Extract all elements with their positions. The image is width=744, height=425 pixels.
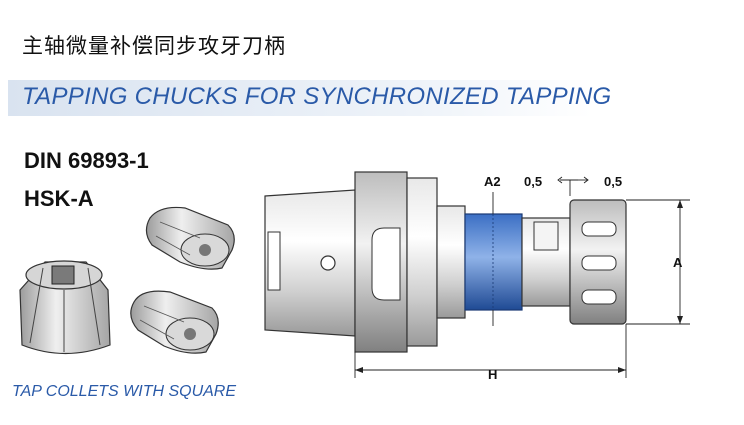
dim-offset-right: 0,5 — [604, 174, 622, 189]
collet-caption: TAP COLLETS WITH SQUARE — [12, 383, 237, 400]
dim-a2-label: A2 — [484, 174, 501, 189]
dim-h-label: H — [488, 367, 497, 382]
interface-label: HSK-A — [24, 186, 94, 211]
compensation-ring — [464, 213, 523, 311]
tapping-chuck-drawing — [264, 171, 690, 378]
dim-offset-left: 0,5 — [524, 174, 542, 189]
banner-title: TAPPING CHUCKS FOR SYNCHRONIZED TAPPING — [22, 83, 612, 110]
collet-upper — [145, 206, 235, 270]
tap-collet-illustrations — [19, 206, 235, 355]
dim-a-label: A — [673, 255, 683, 270]
collet-large — [19, 260, 111, 355]
dimension-lines — [354, 176, 690, 378]
standard-label: DIN 69893-1 — [24, 148, 149, 173]
collet-lower — [130, 290, 219, 354]
chinese-title: 主轴微量补偿同步攻牙刀柄 — [22, 34, 286, 58]
title-banner: TAPPING CHUCKS FOR SYNCHRONIZED TAPPING — [8, 80, 611, 116]
